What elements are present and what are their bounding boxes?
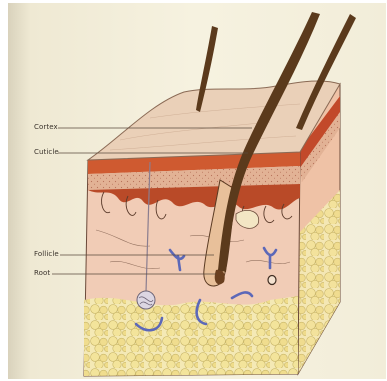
- label-root: Root: [34, 269, 50, 277]
- label-cortex: Cortex: [34, 123, 58, 131]
- block-front-face: [84, 152, 300, 376]
- label-follicle: Follicle: [34, 250, 59, 258]
- label-cuticle: Cuticle: [34, 148, 59, 156]
